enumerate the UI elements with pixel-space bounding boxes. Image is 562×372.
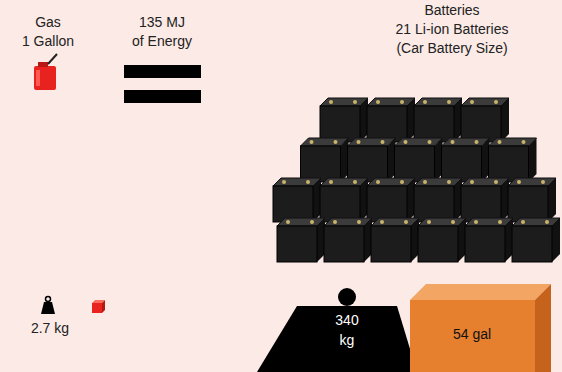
equals-sign [124,65,201,103]
battery [414,98,462,142]
label: (Car Battery Size) [396,40,507,57]
battery [465,218,513,262]
node-label: 340 kg [329,310,365,350]
battery [301,138,349,182]
battery [320,178,368,222]
label: Gas [35,14,61,31]
battery [461,98,509,142]
battery [512,218,560,262]
small-cube [92,300,105,313]
label: 135 MJ [139,14,185,31]
node-label: 54 gal [453,324,491,344]
battery [489,138,537,182]
gas-can [34,54,57,90]
battery [371,218,419,262]
volume-cube: 54 gal [405,276,557,372]
battery [273,178,321,222]
label: of Energy [132,33,192,50]
battery [418,218,466,262]
battery [367,178,415,222]
battery-stack [273,98,560,262]
label: Batteries [424,2,479,19]
battery [461,178,509,222]
battery [367,98,415,142]
battery [324,218,372,262]
battery [348,138,396,182]
weight-shape [257,286,417,372]
label: 1 Gallon [22,33,74,50]
volume-cube-shape [405,276,557,372]
battery [395,138,443,182]
label: 2.7 kg [31,320,69,337]
label: 21 Li-ion Batteries [396,21,509,38]
battery [320,98,368,142]
battery [508,178,556,222]
battery [277,218,325,262]
small-weight [41,297,55,315]
weight: 340 kg [257,286,417,372]
battery [414,178,462,222]
battery [442,138,490,182]
